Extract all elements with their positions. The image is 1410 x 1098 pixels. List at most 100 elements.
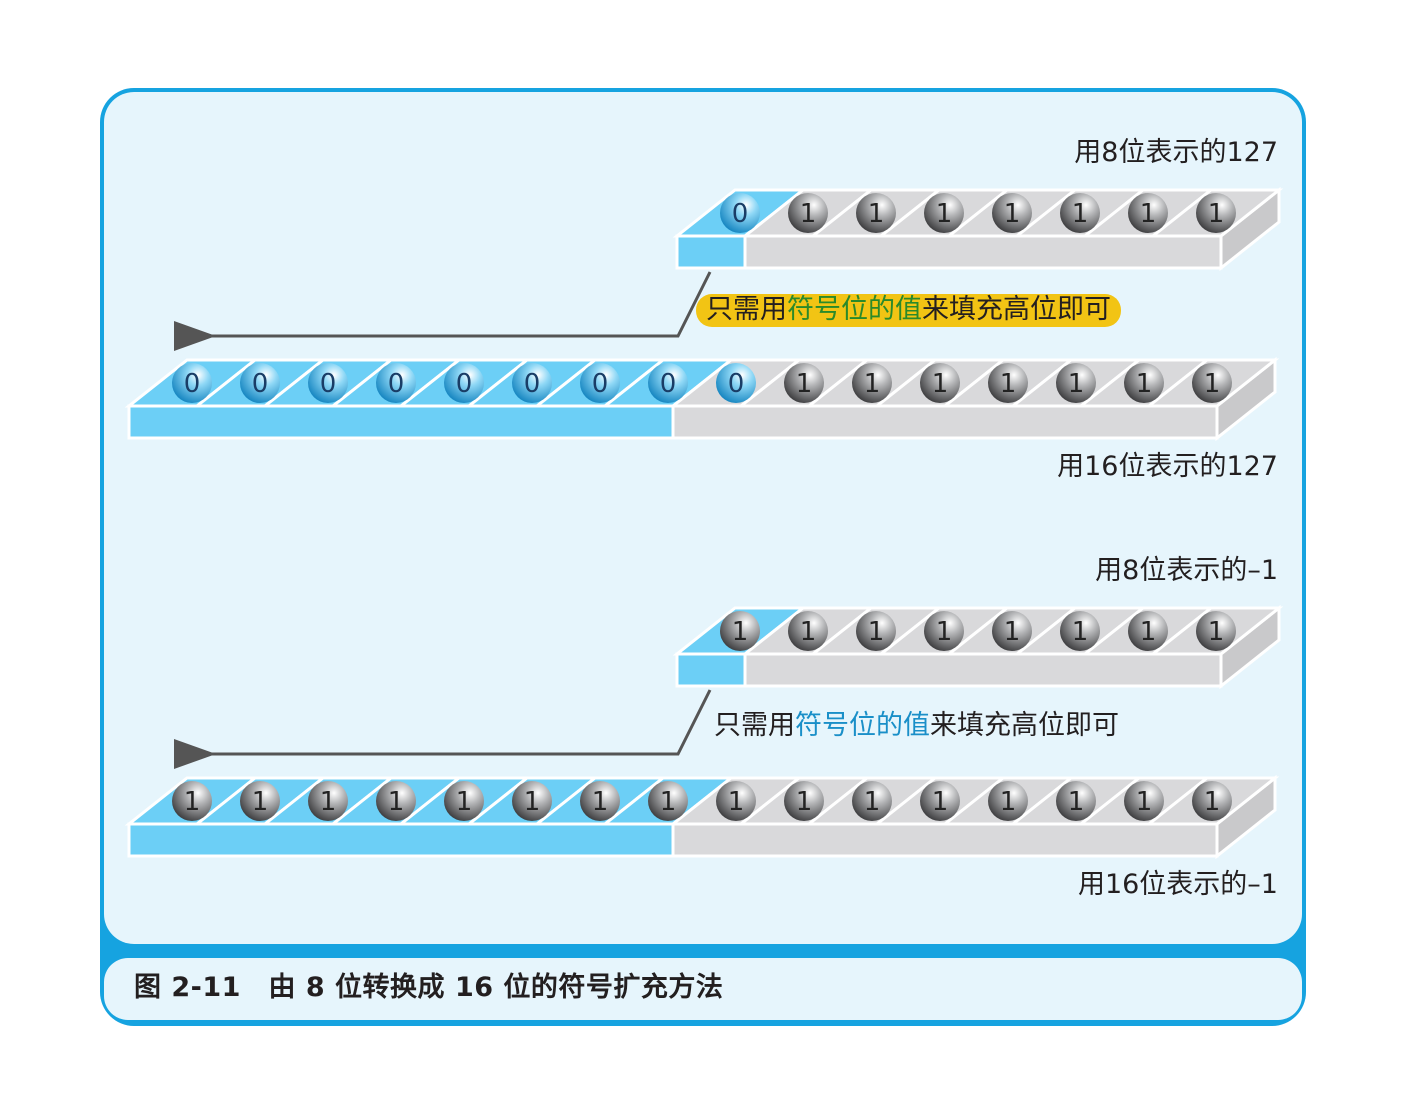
bit-digit: 1	[936, 617, 953, 647]
bit-ball	[924, 611, 964, 651]
bit-digit: 1	[932, 369, 949, 399]
row-front-gray-part	[671, 404, 1219, 440]
bit-digit: 0	[184, 369, 201, 399]
bit-ball	[988, 781, 1028, 821]
bit-digit: 0	[456, 369, 473, 399]
bit-ball	[1060, 611, 1100, 651]
bit-ball	[1196, 193, 1236, 233]
bit-ball	[720, 193, 760, 233]
bit-ball	[920, 363, 960, 403]
bit-ball	[924, 193, 964, 233]
bit-ball	[1060, 193, 1100, 233]
bit-digit: 1	[1140, 199, 1157, 229]
bit-digit: 1	[524, 787, 541, 817]
bit-ball	[240, 363, 280, 403]
bit-digit: 1	[456, 787, 473, 817]
bit-digit: 1	[1000, 369, 1017, 399]
bit-digit: 0	[728, 369, 745, 399]
bit-ball	[172, 363, 212, 403]
bit-ball	[240, 781, 280, 821]
bit-digit: 1	[1004, 617, 1021, 647]
note-emphasis: 符号位的值	[795, 710, 930, 741]
label-16bit-127: 用16位表示的127	[1057, 451, 1278, 482]
bit-ball	[788, 193, 828, 233]
bit-digit: 1	[1204, 369, 1221, 399]
bit-ball	[992, 193, 1032, 233]
bit-ball	[992, 611, 1032, 651]
bit-ball	[1196, 611, 1236, 651]
row-front-sign-part	[127, 404, 675, 440]
bit-ball	[308, 363, 348, 403]
bit-digit: 1	[1068, 787, 1085, 817]
bit-ball	[852, 781, 892, 821]
bit-ball	[444, 363, 484, 403]
bit-ball	[512, 363, 552, 403]
row-front-sign-part	[127, 822, 675, 858]
bit-digit: 1	[932, 787, 949, 817]
bit-digit: 1	[1000, 787, 1017, 817]
bit-digit: 0	[524, 369, 541, 399]
bit-ball	[852, 363, 892, 403]
bit-digit: 1	[660, 787, 677, 817]
bit-ball	[1128, 611, 1168, 651]
bit-digit: 1	[936, 199, 953, 229]
note-suffix: 来填充高位即可	[922, 294, 1111, 325]
bit-ball	[988, 363, 1028, 403]
bit-digit: 1	[320, 787, 337, 817]
bit-ball	[784, 363, 824, 403]
bit-digit: 1	[592, 787, 609, 817]
bit-digit: 1	[800, 199, 817, 229]
bit-digit: 1	[868, 617, 885, 647]
bit-digit: 1	[864, 787, 881, 817]
bit-ball	[1124, 781, 1164, 821]
bit-ball	[580, 363, 620, 403]
bit-ball	[648, 363, 688, 403]
figure-caption: 图 2-11 由 8 位转换成 16 位的符号扩充方法	[134, 972, 724, 1003]
bit-digit: 0	[592, 369, 609, 399]
bit-digit: 1	[388, 787, 405, 817]
bit-digit: 1	[1004, 199, 1021, 229]
bit-digit: 1	[1140, 617, 1157, 647]
sign-fill-note-highlighted: 只需用符号位的值来填充高位即可	[696, 294, 1121, 327]
label-8bit-127: 用8位表示的127	[1074, 137, 1278, 168]
bit-ball	[376, 363, 416, 403]
row-front-sign-part	[675, 234, 747, 270]
bit-digit: 1	[1136, 369, 1153, 399]
bit-ball	[580, 781, 620, 821]
extension-arrow-127	[174, 271, 712, 351]
note-emphasis: 符号位的值	[787, 294, 922, 325]
bit-ball	[1124, 363, 1164, 403]
row-front-gray-part	[671, 822, 1219, 858]
caption-bar	[104, 958, 1302, 1020]
note-prefix: 只需用	[706, 294, 787, 325]
bit-ball	[856, 611, 896, 651]
bit-digit: 1	[864, 369, 881, 399]
bit-ball	[1056, 363, 1096, 403]
bit-ball	[1192, 781, 1232, 821]
bit-ball	[376, 781, 416, 821]
bit-digit: 1	[728, 787, 745, 817]
label-16bit-minus1: 用16位表示的–1	[1077, 869, 1278, 900]
bit-ball	[512, 781, 552, 821]
bit-digit: 1	[868, 199, 885, 229]
bit-ball	[716, 363, 756, 403]
extension-arrow-minus1	[174, 689, 712, 769]
bit-digit: 1	[252, 787, 269, 817]
bit-ball	[856, 193, 896, 233]
bit-digit: 1	[1204, 787, 1221, 817]
sign-fill-note: 只需用符号位的值来填充高位即可	[714, 712, 1119, 739]
bit-ball	[716, 781, 756, 821]
row-front-sign-part	[675, 652, 747, 688]
bit-digit: 1	[796, 787, 813, 817]
bit-ball	[1056, 781, 1096, 821]
row-front-gray-part	[743, 652, 1223, 688]
row-front-gray-part	[743, 234, 1223, 270]
bit-digit: 0	[320, 369, 337, 399]
bit-digit: 1	[800, 617, 817, 647]
note-prefix: 只需用	[714, 710, 795, 741]
bit-ball	[720, 611, 760, 651]
